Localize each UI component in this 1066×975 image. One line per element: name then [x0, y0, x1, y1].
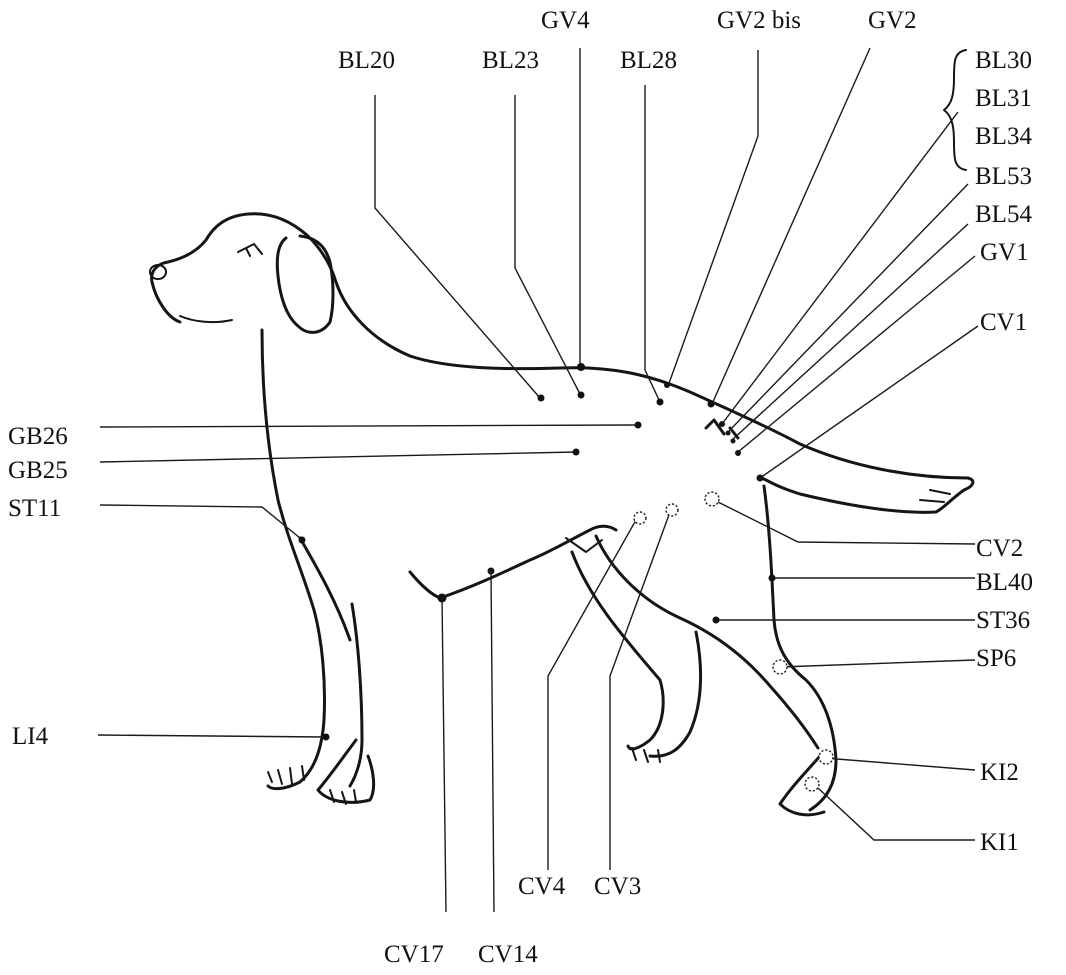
point-BL53: [726, 431, 731, 436]
point-labels: BL20 BL23 GV4 BL28 GV2 bis GV2 BL30 BL31…: [8, 7, 1033, 968]
label-group-brace: [944, 50, 966, 170]
label-CV4: CV4: [518, 873, 566, 900]
leader-CV4: [548, 520, 636, 870]
label-KI2: KI2: [980, 759, 1019, 786]
leader-CV14: [491, 572, 494, 912]
label-BL31: BL31: [975, 85, 1032, 112]
label-GB25: GB25: [8, 457, 68, 484]
point-CV1: [757, 475, 764, 482]
point-GB26: [635, 422, 642, 429]
front-leg-near-back: [350, 604, 362, 786]
label-GV1: GV1: [980, 239, 1029, 266]
label-CV17: CV17: [384, 941, 444, 968]
point-CV17: [438, 594, 447, 603]
point-ST36: [713, 617, 720, 624]
label-ST11: ST11: [8, 495, 61, 522]
label-BL53: BL53: [975, 163, 1032, 190]
eye-outline: [238, 244, 262, 256]
leader-SP6: [780, 660, 975, 667]
leader-BL23: [515, 95, 580, 394]
leader-BL53: [728, 184, 968, 432]
leader-ST11: [100, 505, 300, 538]
label-ST36: ST36: [976, 607, 1030, 634]
point-BL40: [769, 575, 776, 582]
label-GV2bis: GV2 bis: [717, 7, 801, 34]
point-GV4: [577, 363, 585, 371]
belly-outline: [410, 526, 616, 598]
point-GB25: [573, 449, 580, 456]
point-GV2: [708, 401, 715, 408]
leader-CV2: [714, 500, 975, 544]
leader-GV1: [738, 256, 975, 452]
label-CV2: CV2: [976, 535, 1023, 562]
label-GB26: GB26: [8, 423, 68, 450]
leader-GV2: [712, 48, 870, 404]
point-GV2bis: [664, 382, 670, 388]
point-CV14: [488, 568, 495, 575]
point-GV1: [735, 450, 741, 456]
label-BL34: BL34: [975, 123, 1032, 150]
point-ST11: [299, 537, 306, 544]
front-paw-far: [318, 740, 374, 802]
label-CV14: CV14: [478, 941, 538, 968]
head-and-back-outline: [152, 214, 973, 513]
label-BL20: BL20: [338, 47, 395, 74]
point-SP6: [773, 660, 787, 674]
point-BL28: [657, 399, 664, 406]
point-CV4: [634, 512, 646, 524]
point-KI2: [819, 750, 833, 764]
leader-GV2bis: [668, 50, 758, 386]
mouth-outline: [180, 316, 232, 322]
leader-KI1: [818, 788, 975, 840]
leader-CV17: [442, 598, 446, 912]
tail-feathering: [920, 490, 950, 502]
label-LI4: LI4: [12, 723, 49, 750]
point-BL30-group: [719, 421, 725, 427]
leader-BL30-group: [722, 112, 958, 424]
ear-outline: [277, 236, 333, 332]
point-BL20: [538, 395, 545, 402]
label-BL40: BL40: [976, 569, 1033, 596]
leader-BL28: [645, 85, 660, 402]
label-BL54: BL54: [975, 201, 1032, 228]
label-SP6: SP6: [976, 645, 1016, 672]
point-BL54: [731, 439, 736, 444]
leader-GB26: [100, 425, 637, 427]
leader-KI2: [824, 758, 975, 770]
hind-leg-far-back: [650, 632, 701, 756]
label-BL28: BL28: [620, 47, 677, 74]
point-BL23: [578, 392, 585, 399]
leader-GB25: [100, 452, 576, 462]
label-BL23: BL23: [482, 47, 539, 74]
label-GV4: GV4: [541, 7, 590, 34]
front-leg-near-outline: [262, 330, 325, 789]
leader-CV1: [760, 326, 978, 478]
hind-leg-far-outline: [572, 552, 663, 749]
point-CV3: [666, 504, 678, 516]
leader-BL54: [732, 224, 968, 440]
leader-lines: [98, 48, 978, 912]
label-GV2: GV2: [868, 7, 917, 34]
point-CV2: [705, 492, 719, 506]
point-KI1: [805, 777, 819, 791]
acupoint-markers: [299, 363, 834, 791]
label-CV1: CV1: [980, 309, 1027, 336]
point-LI4: [323, 734, 330, 741]
leader-LI4: [98, 735, 325, 737]
label-BL30: BL30: [975, 47, 1032, 74]
label-KI1: KI1: [980, 829, 1019, 856]
label-CV3: CV3: [594, 873, 641, 900]
dog-outline: [150, 214, 973, 815]
